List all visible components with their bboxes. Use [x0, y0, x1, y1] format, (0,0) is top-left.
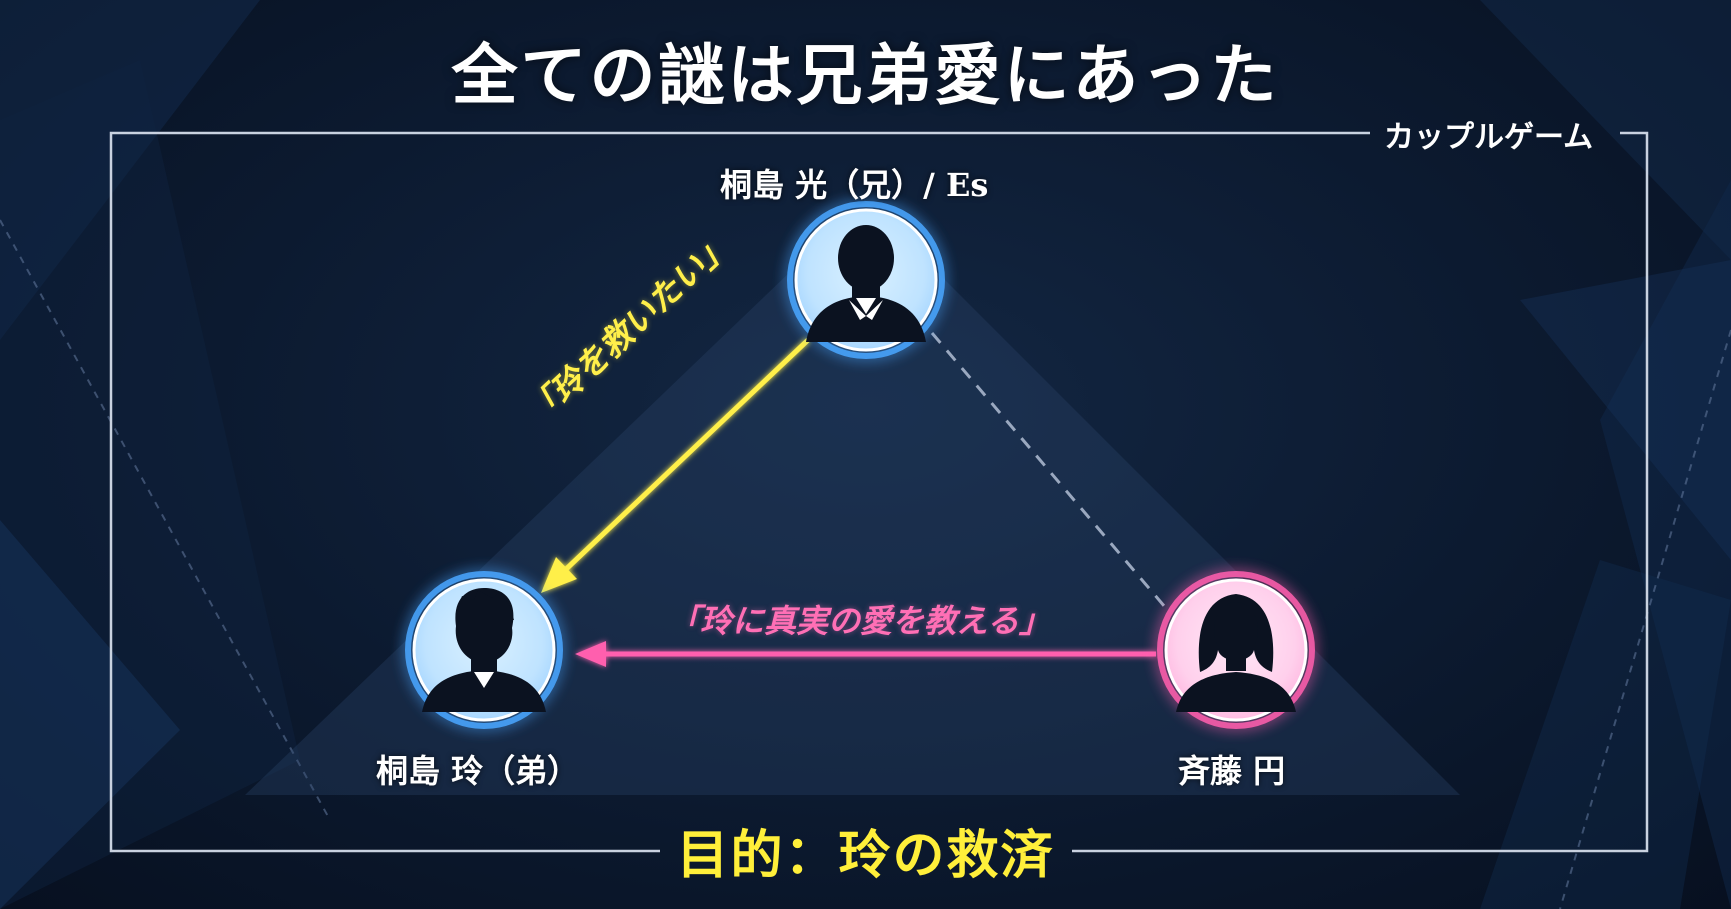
- page-title: 全ての謎は兄弟愛にあった: [451, 36, 1280, 114]
- node-hikaru: [787, 201, 945, 359]
- male-suit-silhouette-icon: [806, 225, 926, 342]
- node-label-rei: 桐島 玲（弟）: [376, 752, 580, 790]
- node-label-hikaru: 桐島 光（兄）/ Es: [720, 166, 989, 204]
- frame-label: カップルゲーム: [1384, 120, 1594, 155]
- male-silhouette-icon: [422, 588, 546, 712]
- frame-border: [109, 131, 1649, 853]
- edge-hikaru-to-rei-arrow: [541, 338, 810, 593]
- goal-label: 目的：玲の救済: [676, 825, 1055, 886]
- edge-label-madoka-to-rei: 「玲に真実の愛を教える」: [668, 602, 1052, 640]
- edge-hikaru-madoka-dashed: [930, 332, 1167, 608]
- node-madoka: [1157, 571, 1315, 729]
- node-rei: [405, 571, 563, 729]
- female-silhouette-icon: [1176, 594, 1296, 712]
- edge-madoka-to-rei-arrow: [575, 641, 1156, 667]
- node-label-madoka: 斉藤 円: [1178, 752, 1286, 790]
